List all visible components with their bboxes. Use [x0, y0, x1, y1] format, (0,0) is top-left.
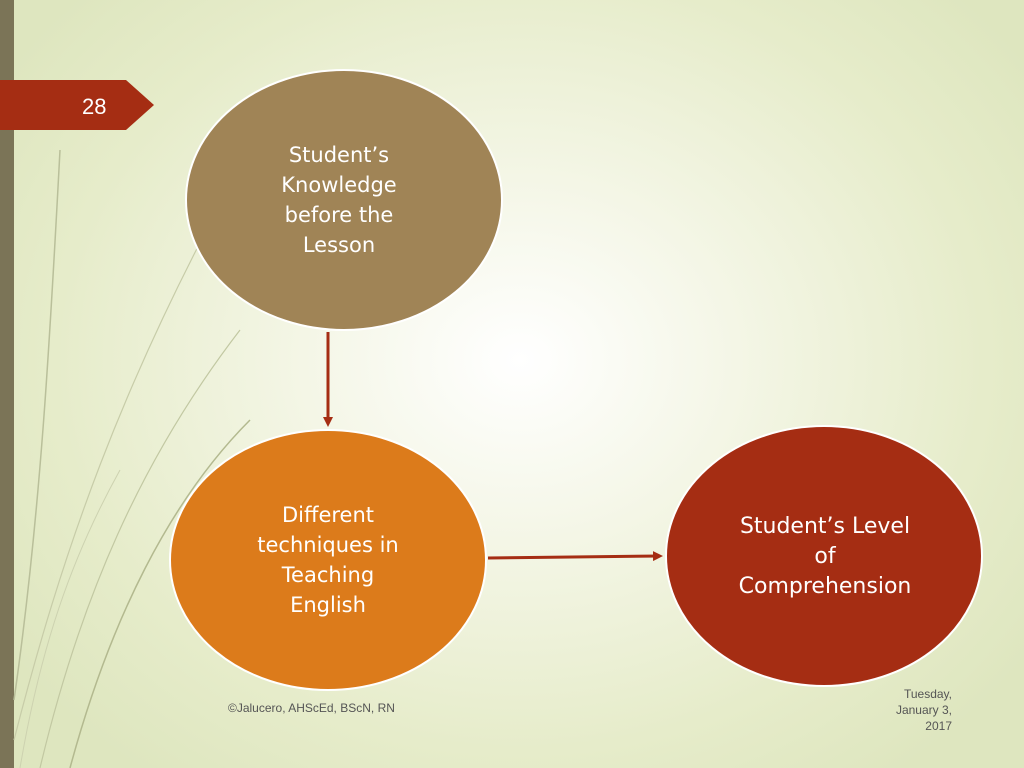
node-comprehension — [665, 425, 983, 687]
node-knowledge-label: Student’s Knowledge before the Lesson — [281, 143, 397, 257]
node-knowledge — [185, 69, 503, 331]
node-comprehension-label: Student’s Level of Comprehension — [738, 514, 912, 599]
footer-credit: ©Jalucero, AHScEd, BScN, RN — [228, 701, 395, 715]
node-techniques — [169, 429, 487, 691]
footer-date: Tuesday, January 3, 2017 — [895, 687, 952, 733]
node-techniques-label: Different techniques in Teaching English — [257, 503, 399, 617]
slide-number: 28 — [82, 94, 107, 119]
left-accent-bar — [0, 0, 14, 768]
arrow-techniques-to-comprehension — [487, 551, 663, 562]
slide-number-tab — [0, 80, 154, 130]
